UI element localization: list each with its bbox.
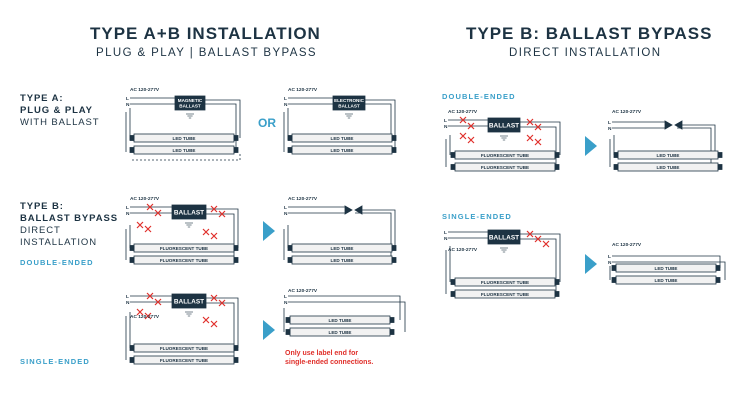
arrow-right-b1 xyxy=(263,221,275,241)
tube-b1-2: FLUORESCENT TUBE xyxy=(160,258,208,263)
l-r1: L xyxy=(444,118,447,124)
tube-a2-1: LED TUBE xyxy=(331,136,354,141)
single-ended-label: SINGLE-ENDED xyxy=(20,357,90,366)
n-r2: N xyxy=(444,236,448,242)
n-b2r: N xyxy=(284,300,288,306)
ac-label-r2r: AC 120-277V xyxy=(612,242,642,248)
tube-r1r-1: LED TUBE xyxy=(657,153,680,158)
ac-label-b1: AC 120-277V xyxy=(130,196,160,202)
ac-label-a1: AC 120-277V xyxy=(130,87,160,93)
n-b2: N xyxy=(126,300,130,306)
type-a-with-ballast: WITH BALLAST xyxy=(20,117,100,128)
ballast-b2: BALLAST xyxy=(174,299,204,306)
note-line-2: single-ended connections. xyxy=(285,359,374,366)
l-b2r: L xyxy=(284,294,287,300)
l-b1: L xyxy=(126,205,129,211)
type-b-installation: INSTALLATION xyxy=(20,237,97,248)
tube-b2r-1: LED TUBE xyxy=(329,318,352,323)
diagram-right-double-fluorescent xyxy=(445,117,561,172)
l-r1r: L xyxy=(608,120,611,126)
tube-b1r-2: LED TUBE xyxy=(331,258,354,263)
right-title: TYPE B: BALLAST BYPASS xyxy=(466,24,713,43)
electronic-ballast-line1: ELECTRONIC xyxy=(334,98,365,103)
n-b1r: N xyxy=(284,211,288,217)
l-r2r: L xyxy=(608,254,611,260)
arrows xyxy=(263,136,597,340)
single-ended-note: Only use label end for single-ended conn… xyxy=(285,349,373,367)
n-a1: N xyxy=(126,102,130,108)
arrow-right-b2 xyxy=(263,320,275,340)
arrow-right-r1 xyxy=(585,136,597,156)
l-a2: L xyxy=(284,96,287,102)
diagram-magnetic-ballast xyxy=(125,95,241,161)
ballast-b1: BALLAST xyxy=(174,210,204,217)
type-a-label: TYPE A: xyxy=(20,93,64,104)
ac-label-r1r: AC 120-277V xyxy=(612,109,642,115)
tube-a1-2: LED TUBE xyxy=(173,148,196,153)
diagram-right-double-led xyxy=(609,120,723,172)
diagram-right-single-led xyxy=(609,255,726,285)
l-b2: L xyxy=(126,294,129,300)
ballast-r2: BALLAST xyxy=(489,235,519,242)
double-ended-label: DOUBLE-ENDED xyxy=(20,258,94,267)
ballast-r1: BALLAST xyxy=(489,123,519,130)
left-subtitle: PLUG & PLAY | BALLAST BYPASS xyxy=(96,47,317,59)
diagram-b-double-led xyxy=(283,205,397,265)
tube-b2r-2: LED TUBE xyxy=(329,330,352,335)
ac-label-b2: AC 120-277V xyxy=(130,314,160,320)
diagram-b-double-fluorescent xyxy=(125,204,239,265)
or-label: OR xyxy=(258,116,276,130)
ac-label-b2r: AC 120-277V xyxy=(288,288,318,294)
ac-label-r2: AC 120-277V xyxy=(448,247,478,253)
ac-label-r1: AC 120-277V xyxy=(448,109,478,115)
l-b1r: L xyxy=(284,205,287,211)
tube-r1-1: FLUORESCENT TUBE xyxy=(481,153,529,158)
type-b-direct: DIRECT xyxy=(20,225,61,236)
right-subtitle: DIRECT INSTALLATION xyxy=(509,47,662,59)
right-single-ended-label: SINGLE-ENDED xyxy=(442,212,512,221)
n-r1r: N xyxy=(608,126,612,132)
tube-r2r-2: LED TUBE xyxy=(655,278,678,283)
l-r2: L xyxy=(444,230,447,236)
note-line-1: Only use label end for xyxy=(285,350,359,357)
magnetic-ballast-line1: MAGNETIC xyxy=(178,98,203,103)
diagram-right-single-fluorescent xyxy=(445,229,561,299)
ac-label-a2: AC 120-277V xyxy=(288,87,318,93)
right-double-ended-label: DOUBLE-ENDED xyxy=(442,92,516,101)
diagram-b-single-fluorescent xyxy=(125,293,239,365)
arrow-right-r2 xyxy=(585,254,597,274)
tube-r1-2: FLUORESCENT TUBE xyxy=(481,165,529,170)
type-a-plug-play: PLUG & PLAY xyxy=(20,105,93,116)
tube-a1-1: LED TUBE xyxy=(173,136,196,141)
n-r2r: N xyxy=(608,260,612,266)
tube-r2r-1: LED TUBE xyxy=(655,266,678,271)
diagram-b-single-led xyxy=(283,295,406,337)
tube-b2-2: FLUORESCENT TUBE xyxy=(160,358,208,363)
tube-b1-1: FLUORESCENT TUBE xyxy=(160,246,208,251)
magnetic-ballast-line2: BALLAST xyxy=(179,104,201,109)
n-b1: N xyxy=(126,211,130,217)
tube-r1r-2: LED TUBE xyxy=(657,165,680,170)
l-a1: L xyxy=(126,96,129,102)
type-b-label: TYPE B: xyxy=(20,201,64,212)
ac-label-b1r: AC 120-277V xyxy=(288,196,318,202)
electronic-ballast-line2: BALLAST xyxy=(338,104,360,109)
n-r1: N xyxy=(444,124,448,130)
tube-b1r-1: LED TUBE xyxy=(331,246,354,251)
diagram-electronic-ballast xyxy=(283,95,397,155)
n-a2: N xyxy=(284,102,288,108)
left-title: TYPE A+B INSTALLATION xyxy=(90,24,321,43)
tube-a2-2: LED TUBE xyxy=(331,148,354,153)
tube-r2-1: FLUORESCENT TUBE xyxy=(481,280,529,285)
tube-b2-1: FLUORESCENT TUBE xyxy=(160,346,208,351)
type-b-ballast-bypass: BALLAST BYPASS xyxy=(20,213,118,224)
tube-r2-2: FLUORESCENT TUBE xyxy=(481,292,529,297)
